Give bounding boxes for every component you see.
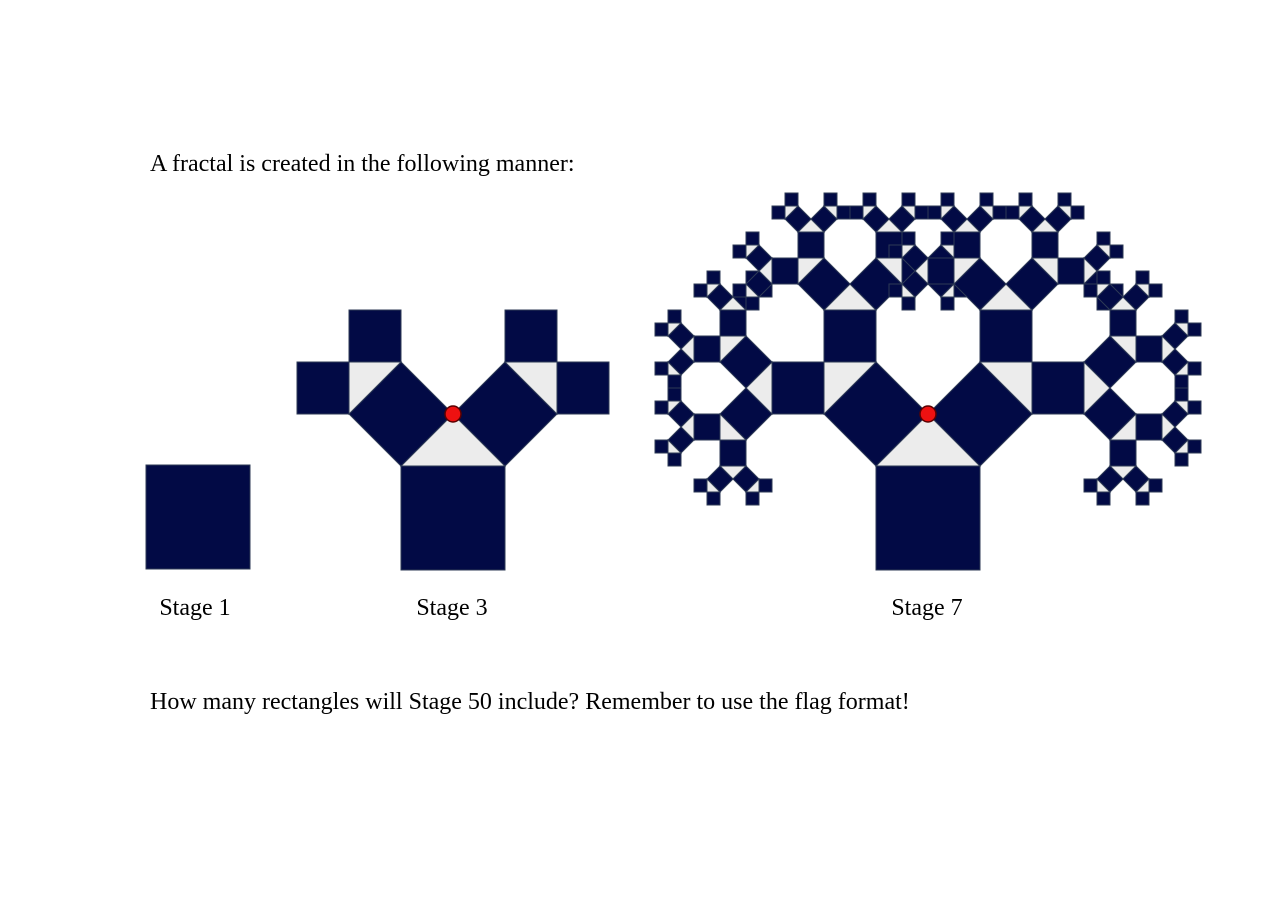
fractal-square [1070,205,1085,220]
fractal-square [667,452,682,467]
fractal-square [1083,283,1098,298]
fractal-square [654,400,669,415]
fractal-square [836,205,851,220]
stage-3-tree [296,309,610,571]
fractal-square [1148,283,1163,298]
pivot-marker [919,405,937,423]
fractal-square [654,322,669,337]
fractal-square [992,205,1007,220]
stage-3-label: Stage 3 [416,595,488,621]
fractal-square [667,309,682,324]
fractal-square [784,192,799,207]
fractal-square [400,465,506,571]
fractal-square [1057,192,1072,207]
fractal-square [1174,387,1189,402]
fractal-square [914,205,929,220]
fractal-square [823,309,877,363]
fractal-square [1135,335,1163,363]
fractal-square [1005,205,1020,220]
fractal-square [706,270,721,285]
fractal-square [654,439,669,454]
fractal-square [771,361,825,415]
fractal-square [771,205,786,220]
fractal-square [771,257,799,285]
fractal-square [1174,452,1189,467]
fractal-square [758,478,773,493]
fractal-square [1187,322,1202,337]
fractal-square [732,244,747,259]
fractal-square [979,192,994,207]
fractal-square [1083,478,1098,493]
fractal-square [693,335,721,363]
fractal-square [1109,244,1124,259]
pivot-marker [444,405,462,423]
intro-text: A fractal is created in the following ma… [150,151,575,177]
fractal-square [901,192,916,207]
fractal-square [1018,192,1033,207]
fractal-square [745,231,760,246]
fractal-square [1109,439,1137,467]
fractal-square [888,244,903,259]
fractal-square [940,296,955,311]
fractal-square [1096,231,1111,246]
fractal-square [1109,309,1137,337]
fractal-square [927,205,942,220]
fractal-square [693,478,708,493]
fractal-square [1187,361,1202,376]
fractal-square [706,491,721,506]
fractal-square [862,192,877,207]
fractal-square [1096,491,1111,506]
question-text: How many rectangles will Stage 50 includ… [150,689,910,715]
fractal-square [940,231,955,246]
fractal-square [849,205,864,220]
fractal-square [940,192,955,207]
fractal-square [1174,309,1189,324]
fractal-square [1135,491,1150,506]
fractal-square [953,231,981,259]
fractal-square [667,374,682,389]
fractal-square [693,413,721,441]
fractal-square [145,464,251,570]
fractal-square [745,296,760,311]
fractal-square [927,257,955,285]
stage-1-tree [145,464,251,570]
fractal-square [745,491,760,506]
fractal-square [719,309,747,337]
fractal-square [979,309,1033,363]
fractal-square [1096,270,1111,285]
fractal-square [732,283,747,298]
fractal-square [693,283,708,298]
fractal-square [348,309,402,363]
fractal-square [1031,231,1059,259]
stage-7-label: Stage 7 [891,595,963,621]
fractal-square [1057,257,1085,285]
fractal-square [901,231,916,246]
fractal-square [719,439,747,467]
fractal-square [296,361,350,415]
fractal-square [1135,270,1150,285]
fractal-square [1031,361,1085,415]
fractal-square [875,465,981,571]
stage-7-tree [654,192,1202,571]
fractal-square [654,361,669,376]
fractal-square [823,192,838,207]
fractal-square [1135,413,1163,441]
fractal-square [556,361,610,415]
fractal-square [1187,439,1202,454]
fractal-square [901,296,916,311]
fractal-square [1148,478,1163,493]
stage-1-label: Stage 1 [159,595,231,621]
fractal-square [888,283,903,298]
fractal-square [1174,374,1189,389]
fractal-square [797,231,825,259]
fractal-square [1187,400,1202,415]
fractal-square [504,309,558,363]
fractal-square [667,387,682,402]
